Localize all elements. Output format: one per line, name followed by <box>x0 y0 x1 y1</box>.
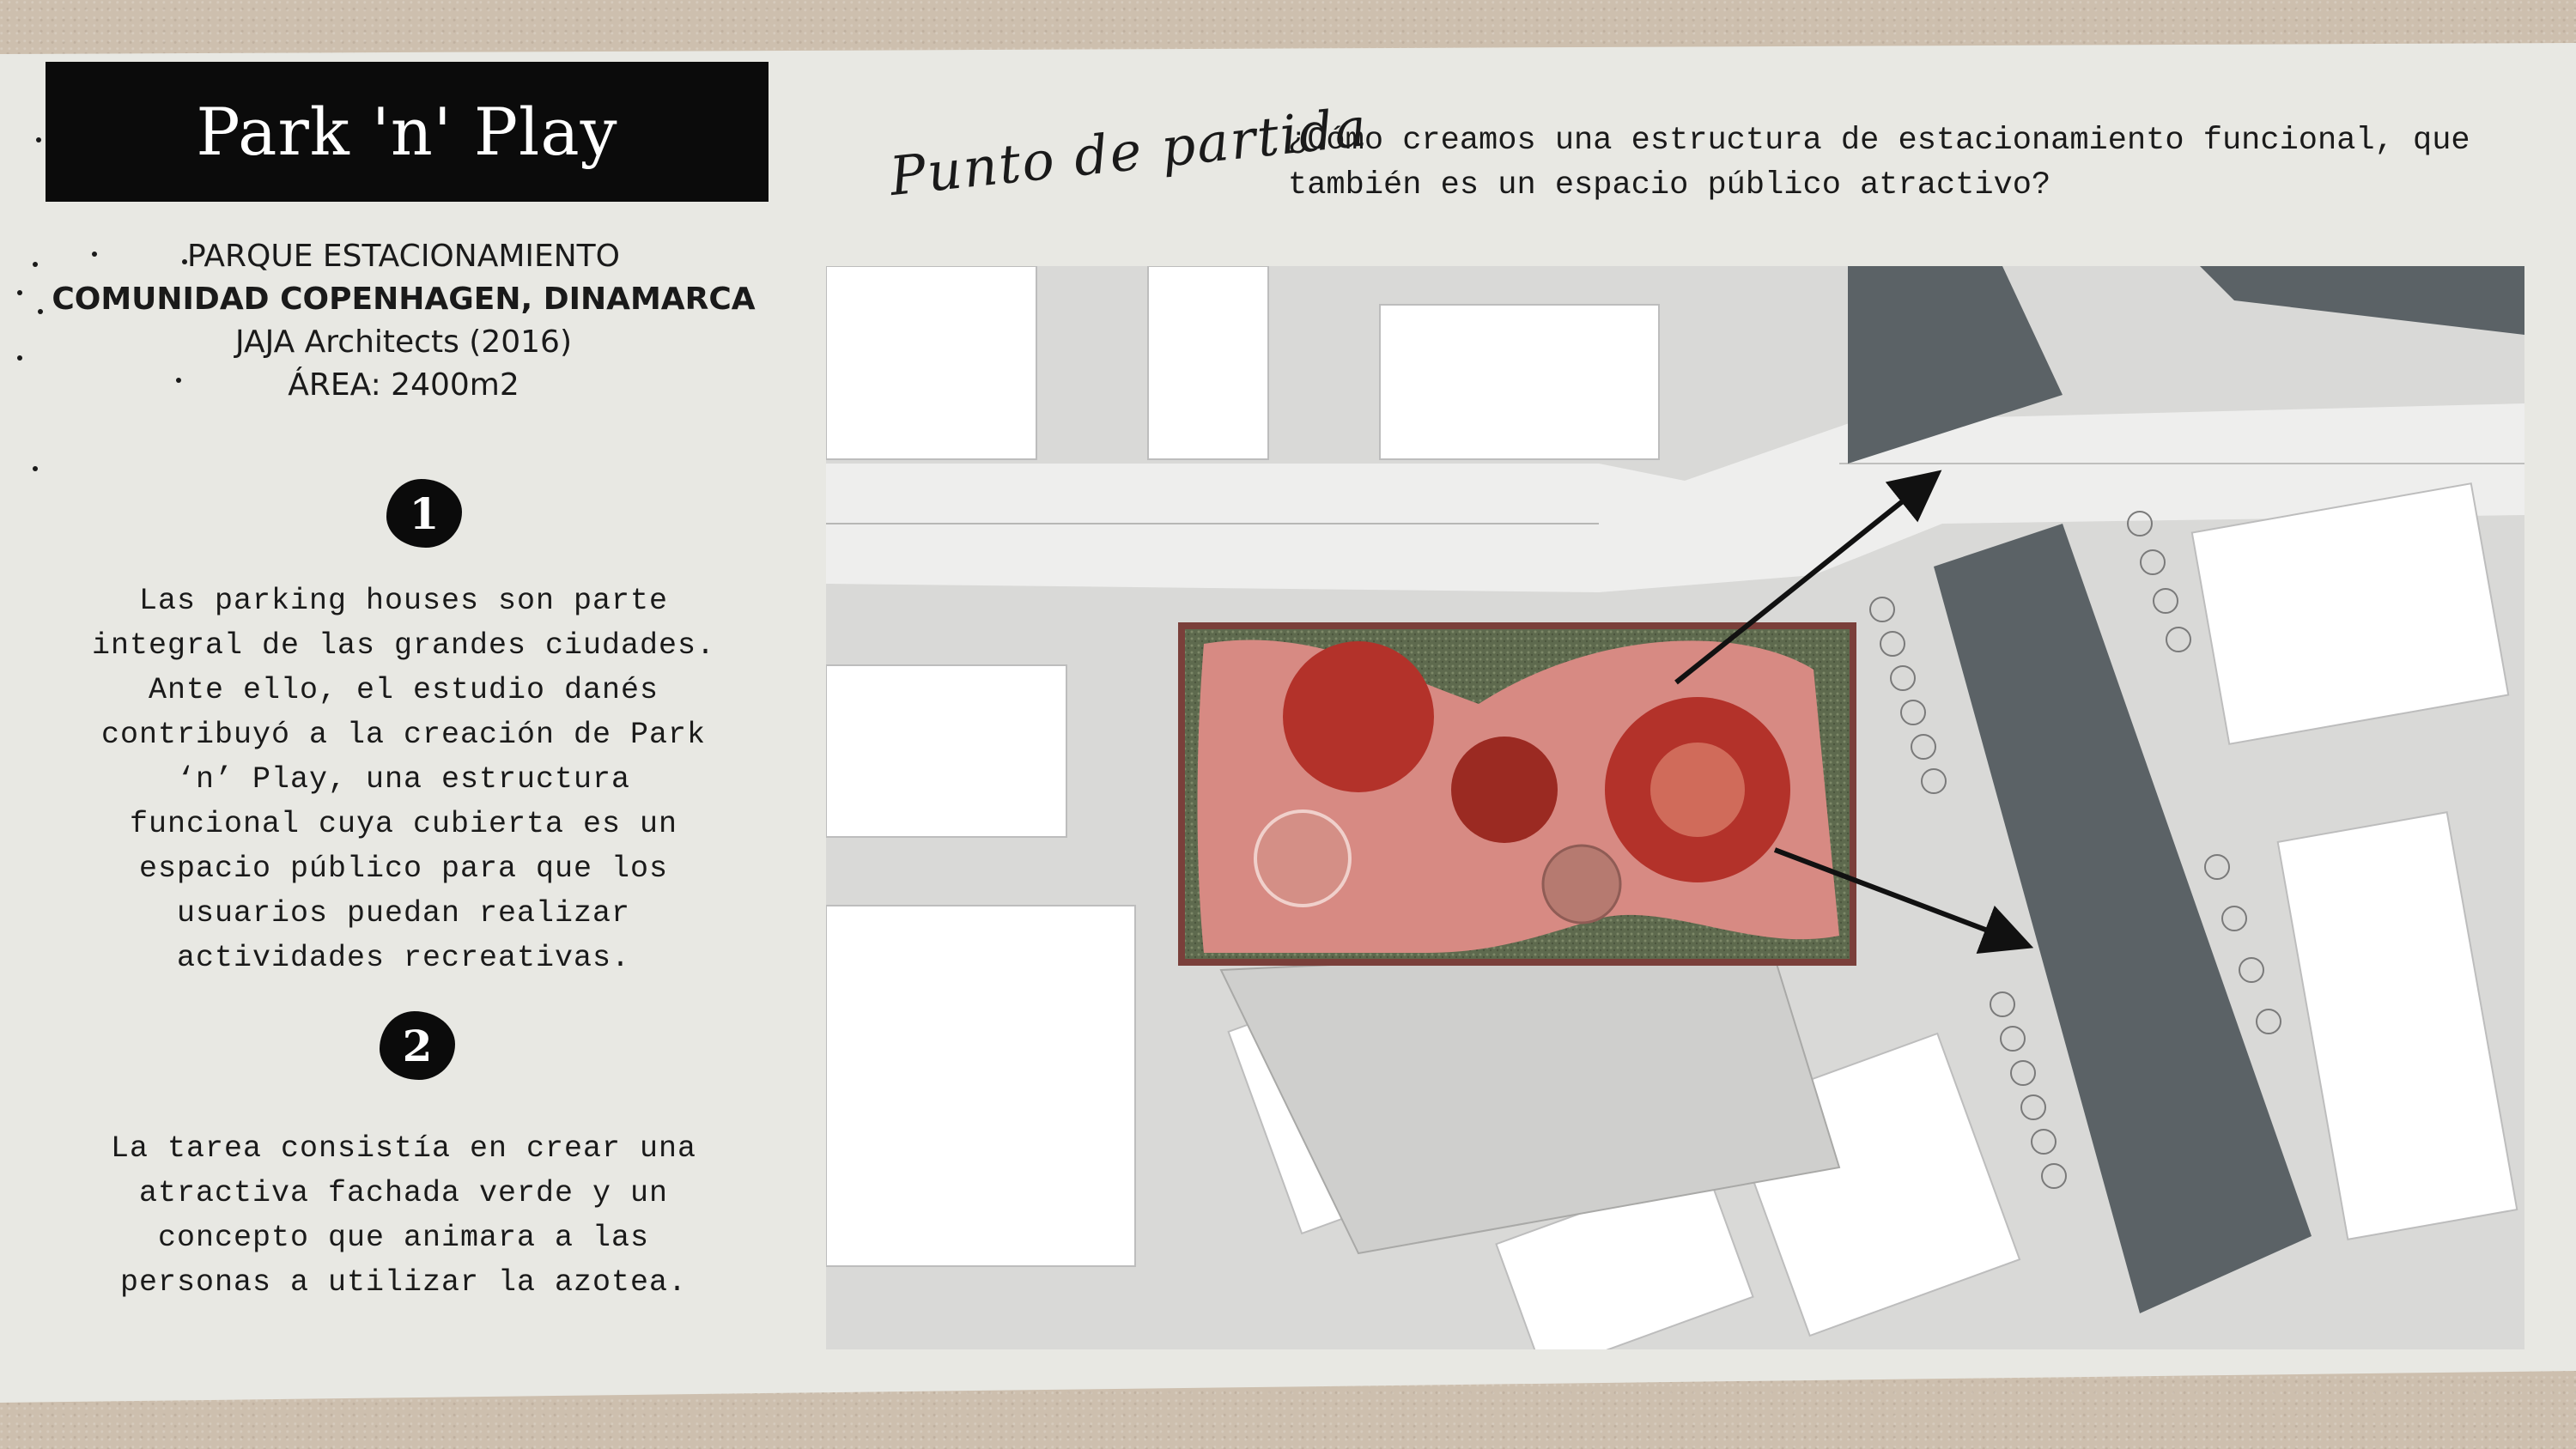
decor-dot <box>176 378 181 383</box>
decor-dot <box>36 137 41 142</box>
section-1-paragraph: Las parking houses son parte integral de… <box>91 584 716 975</box>
page-title: Park 'n' Play <box>196 94 618 170</box>
project-type: PARQUE ESTACIONAMIENTO <box>186 239 621 274</box>
decor-dot <box>33 466 38 471</box>
section-2-paragraph: La tarea consistía en crear una atractiv… <box>110 1131 697 1300</box>
starting-point-question: ¿Cómo creamos una estructura de estacion… <box>1288 123 2470 203</box>
section-number-badge: 2 <box>380 1011 455 1080</box>
site-plan-image <box>826 266 2524 1349</box>
decor-dot <box>38 309 43 314</box>
project-architect: JAJA Architects (2016) <box>235 324 572 360</box>
decor-dot <box>17 290 22 295</box>
tree-rows <box>1869 511 2281 1189</box>
decor-dot <box>182 259 187 264</box>
rooftop-park <box>1178 622 1856 966</box>
decor-dot <box>17 355 22 361</box>
decor-dot <box>33 262 38 267</box>
section-number-badge: 1 <box>386 479 462 548</box>
title-banner: Park 'n' Play <box>46 62 769 202</box>
project-area: ÁREA: 2400m2 <box>288 367 519 403</box>
decor-dot <box>92 252 97 257</box>
project-location: COMUNIDAD COPENHAGEN, DINAMARCA <box>52 282 756 317</box>
